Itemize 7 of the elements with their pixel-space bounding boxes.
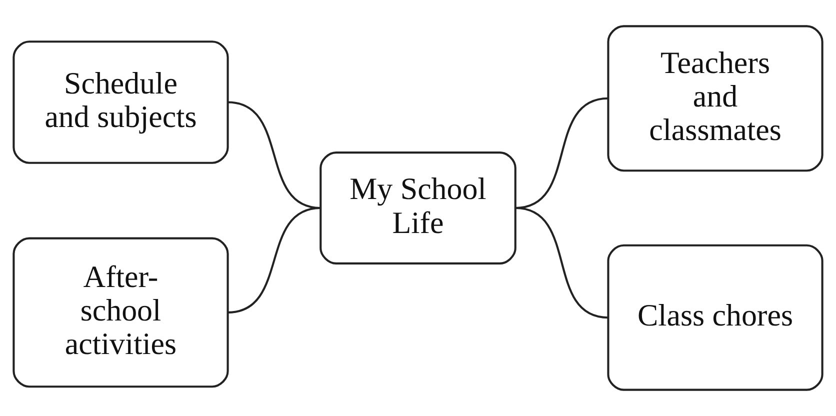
node-box: Schedule and subjects xyxy=(12,40,229,164)
connector xyxy=(228,206,321,314)
node-box: My School Life xyxy=(320,152,516,264)
node-box: Teachers and classmates xyxy=(607,25,824,172)
node-box: After-school activities xyxy=(12,237,229,388)
connector xyxy=(515,206,608,319)
node-box: Class chores xyxy=(607,244,824,391)
